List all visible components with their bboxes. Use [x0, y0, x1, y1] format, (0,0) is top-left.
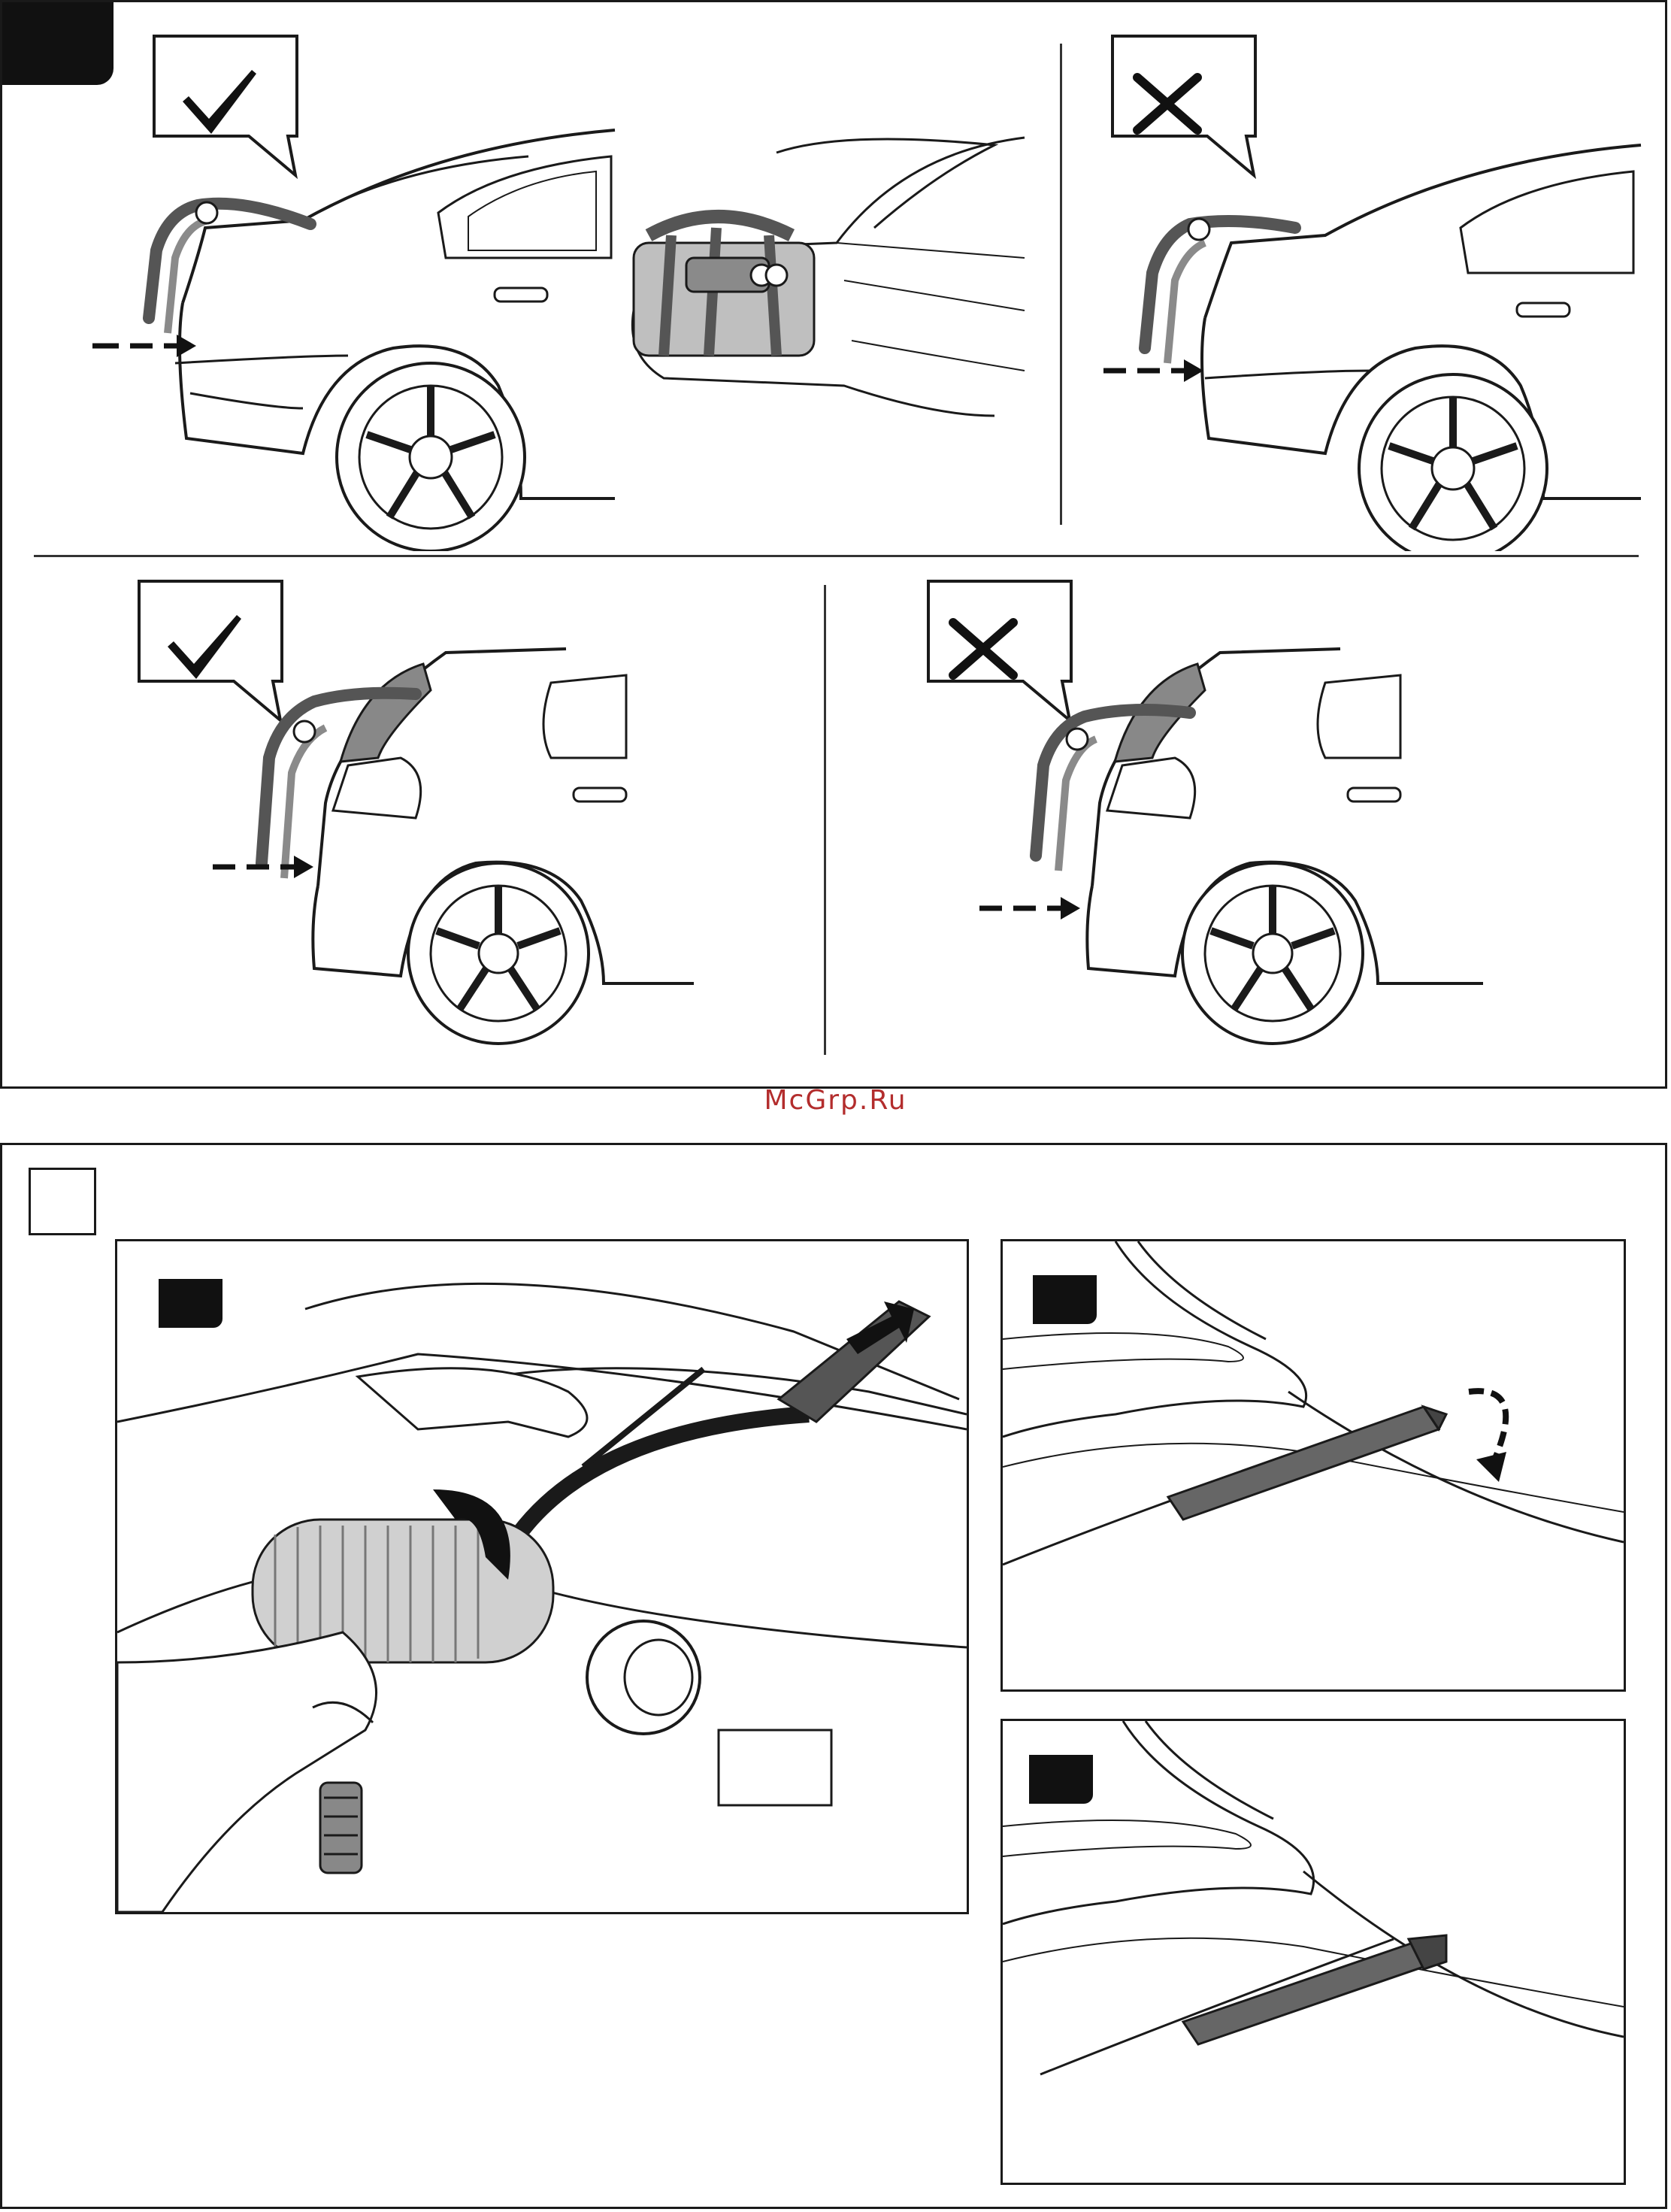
step-number-box: [29, 1168, 96, 1235]
sub-step-badge: [159, 1279, 222, 1328]
strap-pull-illustration: [117, 1241, 967, 1912]
watermark: McGrp.Ru: [0, 1085, 1671, 1116]
sedan-correct-illustration: [77, 32, 619, 551]
sedan-wrong-illustration: [1092, 32, 1648, 551]
divider-horizontal: [34, 555, 1639, 557]
bottom-panel: [0, 1143, 1667, 2209]
sedan-rear-rack-figure: [619, 130, 1032, 491]
divider-vertical-top: [1060, 44, 1062, 525]
hatch-correct-illustration: [130, 577, 701, 1066]
sedan-correct-figure: [77, 32, 619, 551]
top-panel: [0, 0, 1667, 1089]
hatch-wrong-figure: [927, 577, 1498, 1066]
sub-step-badge: [1029, 1755, 1093, 1804]
strap-final-illustration: [1003, 1721, 1624, 2183]
hatch-correct-figure: [130, 577, 701, 1066]
sub-step-strap-final: [1000, 1719, 1626, 2185]
sedan-rear-rack-illustration: [619, 130, 1032, 491]
divider-vertical-bottom: [824, 585, 826, 1055]
sub-step-badge: [1033, 1275, 1097, 1324]
hatch-wrong-illustration: [927, 577, 1498, 1066]
sedan-wrong-figure: [1092, 32, 1648, 551]
sub-step-strap-pull: [115, 1239, 969, 1914]
sub-step-strap-seat: [1000, 1239, 1626, 1692]
